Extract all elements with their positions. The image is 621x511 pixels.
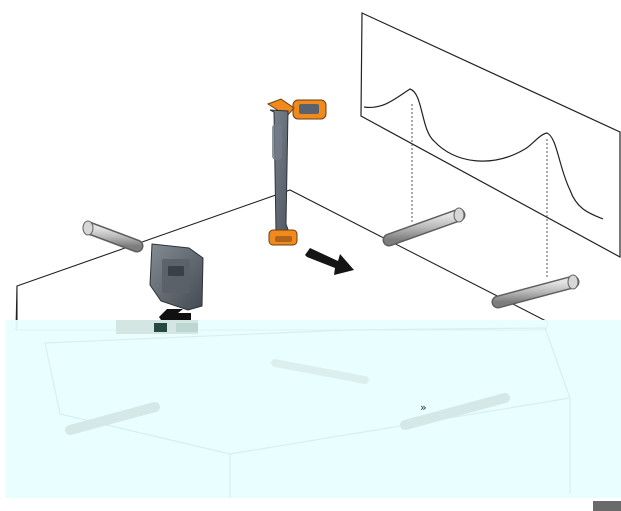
transmitter-display [168, 266, 184, 276]
corner-block [593, 501, 621, 511]
locator-screen [299, 104, 319, 114]
signal-symbol: » [420, 401, 427, 414]
locator-base-pad [275, 236, 292, 242]
overlay-noise-block-light [176, 323, 198, 332]
overlay-noise-block-dark [154, 323, 167, 332]
locator-handle-grip [272, 124, 282, 160]
cyan-corrupted-overlay [5, 320, 621, 498]
